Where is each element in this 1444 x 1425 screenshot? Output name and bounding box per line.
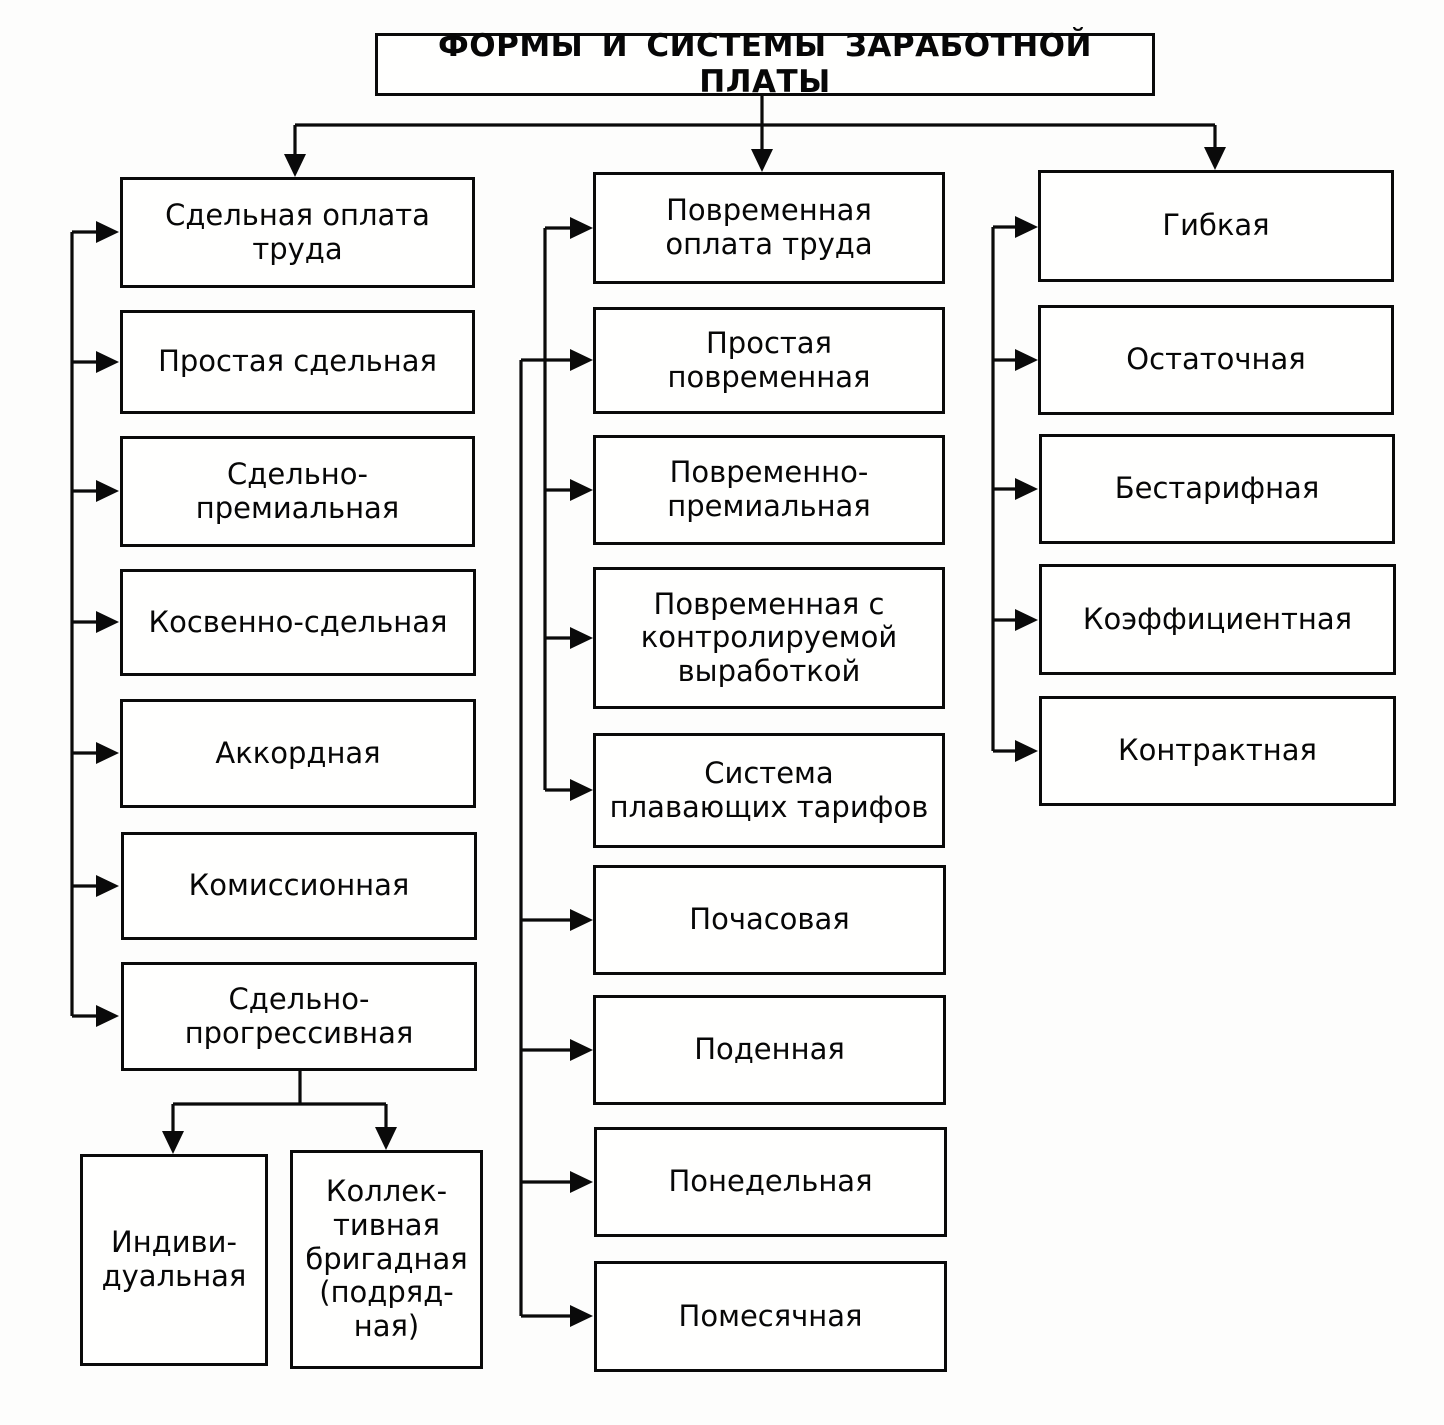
flexible-header-box: Гибкая — [1038, 170, 1394, 282]
monthly-box: Помесячная — [594, 1261, 947, 1372]
piecework-header-box: Сдельная оплата труда — [120, 177, 475, 288]
arrow-down-timebased — [751, 149, 773, 172]
timebased-header-box: Повременная оплата труда — [593, 172, 945, 284]
controlled-output-timebased-box: Повременная с контролируемой выработкой — [593, 567, 945, 709]
arrow-down-piecework — [284, 154, 306, 177]
floating-tariff-system-box: Система плавающих тарифов — [593, 733, 945, 848]
tariff-free-box: Бестарифная — [1039, 434, 1395, 544]
hourly-box: Почасовая — [593, 865, 946, 975]
commission-box: Комиссионная — [121, 832, 477, 940]
individual-piecework-box: Индиви- дуальная — [80, 1154, 268, 1366]
collective-brigade-box: Коллек- тивная бригадная (подряд- ная) — [290, 1150, 483, 1369]
residual-box: Остаточная — [1038, 305, 1394, 415]
weekly-box: Понедельная — [594, 1127, 947, 1237]
coefficient-box: Коэффициентная — [1039, 564, 1396, 675]
contract-box: Контрактная — [1039, 696, 1396, 806]
timebased-outer-spine — [519, 349, 593, 1327]
lump-sum-box: Аккордная — [120, 699, 476, 808]
timebased-bonus-box: Повременно- премиальная — [593, 435, 945, 545]
arrow-down-flexible — [1204, 147, 1226, 170]
top-tree-connector — [284, 96, 1226, 177]
simple-piecework-box: Простая сдельная — [120, 310, 475, 414]
piecework-spine — [70, 221, 119, 1027]
indirect-piecework-box: Косвенно-сдельная — [120, 569, 476, 676]
daily-box: Поденная — [593, 995, 946, 1105]
flexible-spine — [991, 216, 1038, 762]
title-box: ФОРМЫ И СИСТЕМЫ ЗАРАБОТНОЙ ПЛАТЫ — [375, 28, 1155, 99]
simple-timebased-box: Простая повременная — [593, 307, 945, 414]
piecework-bonus-box: Сдельно- премиальная — [120, 436, 475, 547]
progressive-piecework-box: Сдельно- прогрессивная — [121, 962, 477, 1071]
timebased-inner-spine — [543, 217, 593, 801]
progressive-fork-connector — [162, 1071, 397, 1154]
